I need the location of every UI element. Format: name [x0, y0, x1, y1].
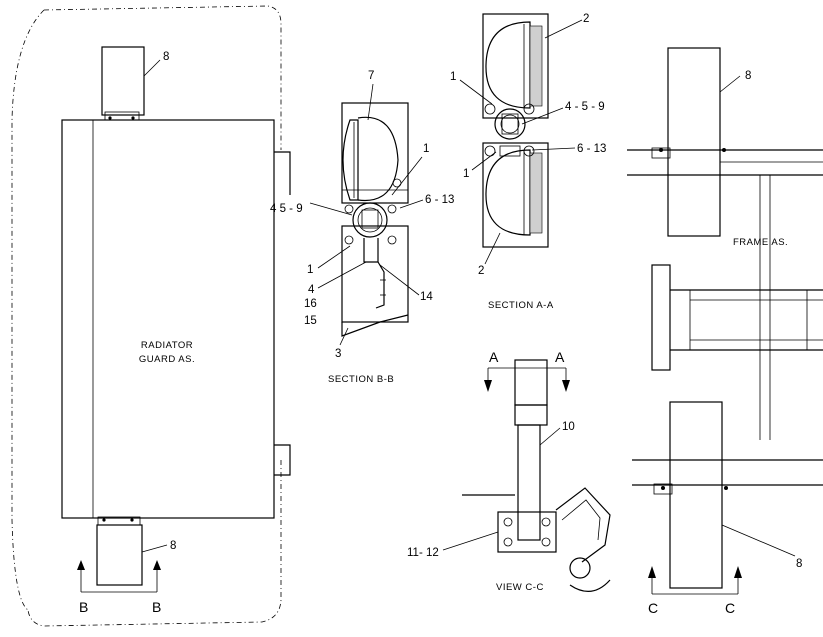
callout-2-top: 2: [583, 13, 589, 25]
callout-8-top: 8: [163, 51, 169, 63]
callout-4-bb: 4: [308, 284, 315, 296]
section-b-b-title: SECTION B-B: [328, 374, 394, 385]
marker-b-right: B: [152, 599, 161, 615]
radiator-guard: RADIATOR GUARD AS.: [61, 119, 291, 519]
marker-c-right: C: [725, 600, 735, 616]
callout-2-bottom: 2: [478, 265, 484, 277]
callout-1-bb-lower: 1: [307, 264, 313, 276]
callout-1-aa-lower: 1: [463, 168, 469, 180]
callout-4-5-9-aa: 4 - 5 - 9: [565, 101, 605, 113]
callout-15: 15: [304, 315, 317, 327]
callout-1-aa-upper: 1: [450, 71, 456, 83]
section-b-markers: B B: [77, 560, 161, 615]
view-c-c: A A 10 11- 12 VIEW C-C: [407, 349, 611, 593]
callout-8-right-top: 8: [745, 70, 751, 82]
frame-label: FRAME AS.: [733, 237, 788, 248]
callout-1-bb-upper: 1: [423, 143, 429, 155]
radiator-guard-label-1: RADIATOR: [141, 340, 193, 351]
callout-7: 7: [368, 70, 374, 82]
callout-4-5-9-bb: 4 5 - 9: [270, 203, 303, 215]
lamp-top: 8: [101, 46, 169, 121]
view-c-c-title: VIEW C-C: [496, 582, 544, 593]
radiator-guard-label-2: GUARD AS.: [139, 354, 195, 365]
lamp-bottom: 8: [96, 516, 176, 586]
section-a-a: 2 1 4 - 5 - 9 6 - 13 1 2 SECTION A-A: [450, 13, 606, 311]
machine-outline: [11, 5, 282, 627]
callout-11-12: 11- 12: [407, 547, 439, 559]
marker-a-right: A: [555, 349, 565, 365]
callout-8-right-bottom: 8: [796, 558, 802, 570]
callout-14: 14: [420, 291, 433, 303]
callout-16: 16: [304, 298, 317, 310]
callout-3: 3: [335, 348, 341, 360]
section-b-b: 7 1 4 5 - 9 6 - 13 1 4 16 15 14 3 SECTIO…: [270, 70, 454, 385]
marker-b-left: B: [79, 599, 88, 615]
callout-6-13-bb: 6 - 13: [425, 194, 454, 206]
callout-8-bottom: 8: [170, 540, 176, 552]
callout-10: 10: [562, 421, 575, 433]
marker-a-left: A: [489, 349, 499, 365]
callout-6-13-aa: 6 - 13: [577, 143, 606, 155]
marker-c-left: C: [648, 600, 658, 616]
frame-assembly: 8 FRAME AS. 8 C C: [627, 47, 823, 616]
section-a-a-title: SECTION A-A: [488, 300, 554, 311]
